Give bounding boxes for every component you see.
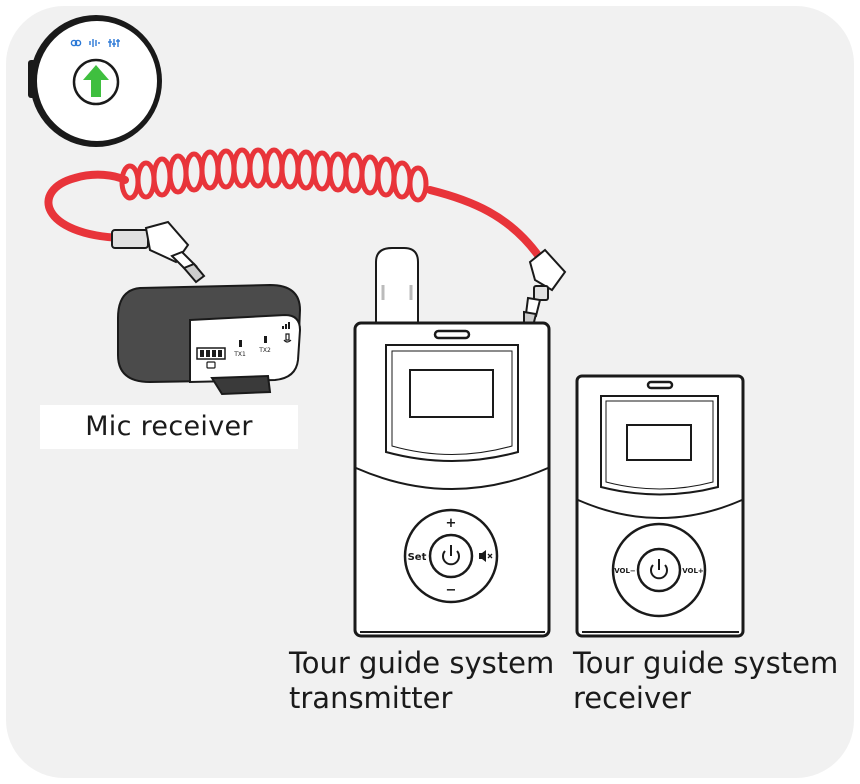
mute-icon <box>479 550 493 562</box>
mic-receiver-label: Mic receiver <box>40 405 298 449</box>
tx2-label: TX2 <box>258 347 271 354</box>
equalizer-icon <box>108 39 120 47</box>
receiver-vol-minus-label: VOL− <box>614 567 636 575</box>
receiver-caption: Tour guide system receiver <box>573 646 838 716</box>
receiver-caption-line1: Tour guide system <box>573 646 839 680</box>
transmitter-set-label: Set <box>408 552 427 563</box>
receiver-vol-plus-label: VOL+ <box>682 567 704 575</box>
power-icon <box>650 559 668 580</box>
mic-icon <box>283 333 292 343</box>
transmitter-caption-line2: transmitter <box>289 681 453 715</box>
waveform-icon <box>89 39 100 47</box>
transmitter-caption: Tour guide system transmitter <box>289 646 554 716</box>
battery-icon <box>196 347 226 360</box>
tx1-label: TX1 <box>233 351 246 358</box>
transmitter-device: + − Set <box>353 247 551 638</box>
transmitter-plus-label: + <box>446 516 457 531</box>
right-audio-plug <box>523 248 567 328</box>
transmitter-minus-label: − <box>446 583 457 598</box>
power-icon <box>442 545 460 566</box>
transmitter-caption-line1: Tour guide system <box>289 646 555 680</box>
mic-receiver-device: TX1 TX2 <box>117 283 302 396</box>
upload-arrow-icon <box>83 65 109 97</box>
receiver-device: VOL− VOL+ <box>575 374 745 638</box>
upload-button-badge <box>28 15 162 147</box>
receiver-caption-line2: receiver <box>573 681 691 715</box>
signal-icon <box>282 322 290 329</box>
link-icon <box>70 39 82 47</box>
coiled-cable <box>44 147 544 262</box>
left-audio-plug <box>111 220 206 284</box>
